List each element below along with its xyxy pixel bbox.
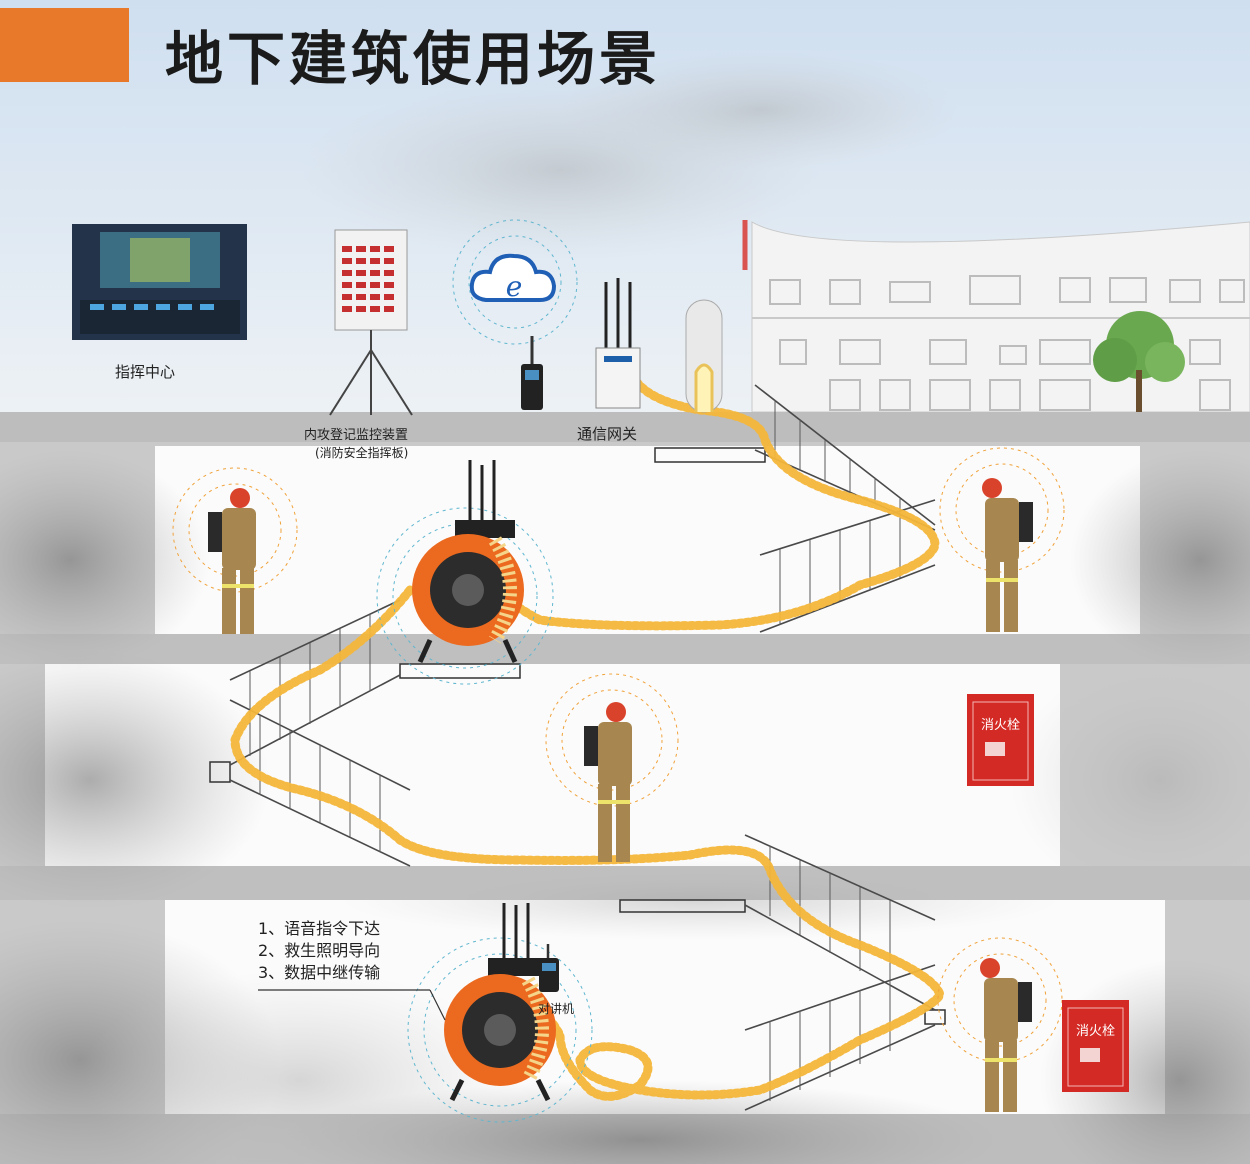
monitor-device-sublabel: (消防安全指挥板)	[315, 446, 409, 460]
floor-b1	[155, 446, 1140, 634]
feature-item: 1、语音指令下达	[258, 919, 381, 938]
feature-item: 3、数据中继传输	[258, 963, 381, 982]
firefighter-icon	[545, 673, 679, 862]
hydrant-label: 消火栓	[1076, 1024, 1116, 1039]
slab-1	[0, 634, 1250, 664]
command-center-image	[72, 224, 247, 340]
firefighter-icon	[939, 447, 1065, 632]
walkie-talkie-icon	[521, 336, 543, 410]
building	[742, 220, 1250, 413]
gateway-label: 通信网关	[577, 425, 638, 443]
ground-slab	[0, 412, 1250, 442]
lifeline-rope	[230, 365, 945, 1101]
svg-text:e: e	[506, 270, 523, 303]
monitor-device	[329, 229, 413, 416]
fire-hydrant-icon	[1062, 1000, 1129, 1092]
cable-reel-icon	[407, 903, 593, 1123]
feature-item: 2、救生照明导向	[258, 941, 381, 960]
cloud-internet-icon: e	[452, 219, 578, 345]
monitor-device-label: 内攻登记监控装置	[304, 428, 409, 443]
page-title: 地下建筑使用场景	[165, 25, 662, 93]
title-accent-bar	[0, 8, 129, 82]
fire-hydrant-icon	[967, 694, 1034, 786]
firefighter-icon	[172, 467, 298, 634]
gateway-router-icon	[595, 278, 641, 409]
cable-reel-icon	[376, 460, 554, 685]
hydrant-label: 消火栓	[981, 718, 1021, 733]
command-center-label: 指挥中心	[115, 363, 176, 381]
gate-arch	[685, 299, 723, 413]
walkie-label: 对讲机	[538, 1002, 575, 1016]
